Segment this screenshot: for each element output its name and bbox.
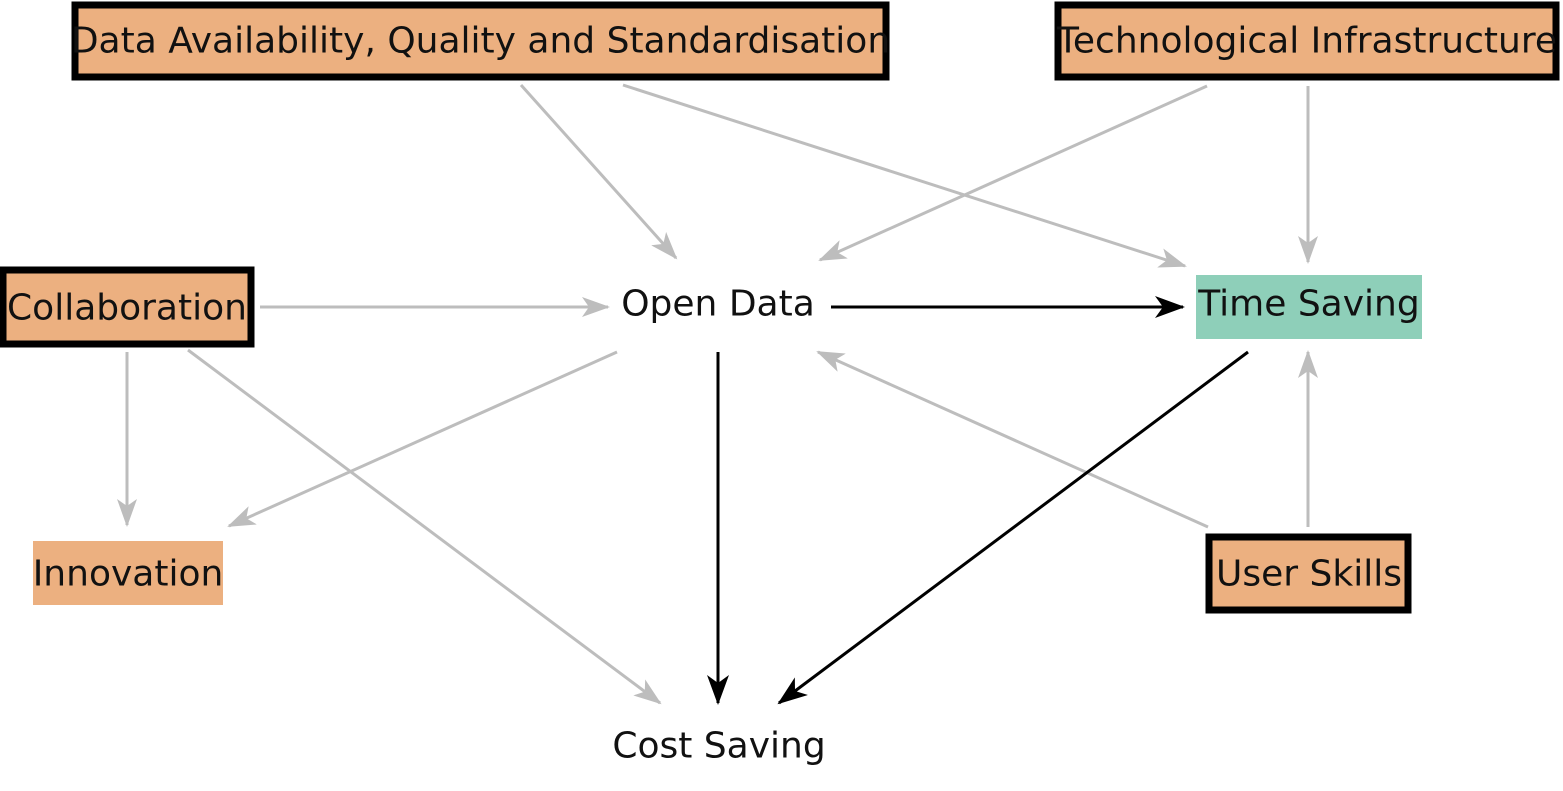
- node-time-saving-box: [1196, 275, 1422, 339]
- node-innovation: Innovation: [33, 541, 224, 605]
- node-cost-saving: Cost Saving: [612, 726, 825, 767]
- node-user-skills-label: User Skills: [1216, 554, 1402, 595]
- node-data-quality-label: Data Availability, Quality and Standardi…: [71, 21, 890, 62]
- node-time-saving: Time Saving: [1196, 275, 1422, 339]
- node-innovation-box: [33, 541, 223, 605]
- edge-collaboration-to-cost-saving: [187, 348, 662, 705]
- node-cost-saving-label: Cost Saving: [612, 726, 825, 767]
- node-tech-infrastructure-box: [1054, 1, 1560, 81]
- node-tech-infrastructure: Technological Infrastructure: [1054, 1, 1560, 81]
- node-time-saving-label: Time Saving: [1197, 284, 1419, 325]
- node-collaboration-box: [0, 266, 255, 348]
- edge-tech-infra-to-open-data: [818, 84, 1208, 262]
- edge-open-data-to-innovation: [227, 350, 618, 528]
- node-innovation-label: Innovation: [33, 554, 224, 595]
- edge-data-quality-to-open-data: [519, 83, 678, 260]
- node-data-quality-box: [71, 1, 890, 81]
- node-open-data: Open Data: [621, 284, 815, 325]
- node-collaboration-label: Collaboration: [7, 288, 247, 329]
- edges-layer: [117, 83, 1318, 705]
- edge-time-saving-to-cost-saving: [777, 350, 1249, 705]
- edge-data-quality-to-time-saving: [622, 83, 1187, 268]
- edge-user-skills-to-open-data: [816, 350, 1209, 529]
- node-data-quality: Data Availability, Quality and Standardi…: [71, 1, 890, 81]
- node-user-skills-box: [1205, 533, 1412, 614]
- node-user-skills: User Skills: [1205, 533, 1412, 614]
- nodes-layer: Data Availability, Quality and Standardi…: [0, 1, 1560, 767]
- node-collaboration: Collaboration: [0, 266, 255, 348]
- node-open-data-label: Open Data: [621, 284, 815, 325]
- node-tech-infrastructure-label: Technological Infrastructure: [1056, 21, 1557, 62]
